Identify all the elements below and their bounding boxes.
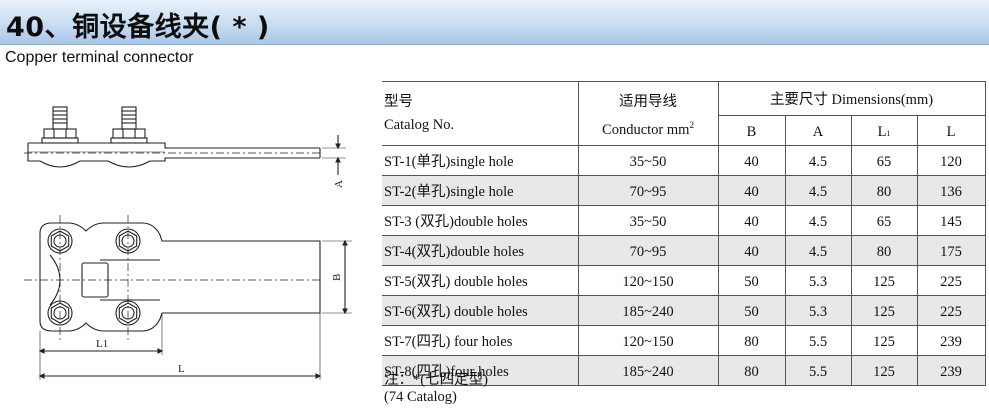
cell-a: 5.5 xyxy=(784,355,852,386)
cell-b: 80 xyxy=(717,325,786,356)
header-conductor-en: Conductor mm xyxy=(602,121,690,138)
table-subheader-row: B A L1 L xyxy=(382,115,986,146)
table-header-row: 型号 Catalog No. 适用导线 Conductor mm2 主要尺寸 D… xyxy=(382,81,986,146)
dimension-label-l1: L1 xyxy=(96,338,108,350)
dimension-label-l: L xyxy=(178,363,185,375)
cell-model: ST-4(双孔)double holes xyxy=(382,235,579,266)
cell-a: 4.5 xyxy=(784,175,852,206)
header-col-l1-main: L xyxy=(877,124,887,140)
cell-l1: 125 xyxy=(850,295,918,326)
header-col-l1-sub: 1 xyxy=(886,129,891,138)
cell-a: 4.5 xyxy=(784,235,852,266)
cell-conductor: 70~95 xyxy=(577,175,719,206)
cell-model: ST-5(双孔) double holes xyxy=(382,265,579,296)
title-bar: 40、铜设备线夹( * ) xyxy=(0,0,989,45)
cell-conductor: 185~240 xyxy=(577,295,719,326)
note-line-1: 注：*(七四定型) xyxy=(384,372,488,388)
cell-b: 40 xyxy=(717,175,786,206)
header-model-cn: 型号 xyxy=(384,94,413,110)
cell-conductor: 35~50 xyxy=(577,205,719,236)
side-view xyxy=(24,106,346,175)
header-conductor: 适用导线 Conductor mm2 xyxy=(577,81,719,146)
cell-b: 50 xyxy=(717,265,786,296)
connector-drawing: A B L1 L xyxy=(20,95,365,385)
page-title: 40、铜设备线夹( * ) xyxy=(6,12,270,43)
header-conductor-cn: 适用导线 xyxy=(619,94,677,110)
cell-l1: 125 xyxy=(850,265,918,296)
cell-a: 5.3 xyxy=(784,295,852,326)
cell-a: 4.5 xyxy=(784,205,852,236)
cell-model: ST-8(四孔)four holes xyxy=(382,355,579,386)
cell-conductor: 70~95 xyxy=(577,235,719,266)
cell-model: ST-7(四孔) four holes xyxy=(382,325,579,356)
dimension-label-b: B xyxy=(331,274,343,281)
page-subtitle: Copper terminal connector xyxy=(5,49,194,66)
cell-l: 239 xyxy=(916,325,986,356)
cell-conductor: 120~150 xyxy=(577,265,719,296)
spec-table: 型号 Catalog No. 适用导线 Conductor mm2 主要尺寸 D… xyxy=(382,81,986,386)
cell-l: 239 xyxy=(916,355,986,386)
header-dimensions: 主要尺寸 Dimensions(mm) xyxy=(717,81,986,116)
cell-l1: 65 xyxy=(850,205,918,236)
header-model-en: Catalog No. xyxy=(384,117,455,133)
cell-l1: 125 xyxy=(850,355,918,386)
top-view xyxy=(24,215,352,380)
cell-l: 175 xyxy=(916,235,986,266)
cell-l1: 125 xyxy=(850,325,918,356)
cell-b: 40 xyxy=(717,235,786,266)
cell-l1: 65 xyxy=(850,145,918,176)
cell-b: 80 xyxy=(717,355,786,386)
cell-l: 145 xyxy=(916,205,986,236)
header-conductor-sup: 2 xyxy=(689,120,694,130)
cell-conductor: 120~150 xyxy=(577,325,719,356)
cell-model: ST-3 (双孔)double holes xyxy=(382,205,579,236)
cell-l1: 80 xyxy=(850,235,918,266)
cell-conductor: 35~50 xyxy=(577,145,719,176)
cell-a: 5.5 xyxy=(784,325,852,356)
cell-a: 4.5 xyxy=(784,145,852,176)
note-line-2: (74 Catalog) xyxy=(384,389,457,405)
cell-l: 225 xyxy=(916,265,986,296)
cell-conductor: 185~240 xyxy=(577,355,719,386)
header-col-l: L xyxy=(916,115,986,146)
cell-l: 225 xyxy=(916,295,986,326)
header-conductor-en-line: Conductor mm2 xyxy=(583,114,714,142)
cell-model: ST-1(单孔)single hole xyxy=(382,145,579,176)
dimension-label-a: A xyxy=(333,180,345,188)
cell-b: 40 xyxy=(717,145,786,176)
cell-b: 40 xyxy=(717,205,786,236)
cell-l1: 80 xyxy=(850,175,918,206)
cell-model: ST-6(双孔) double holes xyxy=(382,295,579,326)
cell-l: 120 xyxy=(916,145,986,176)
header-col-a: A xyxy=(784,115,852,146)
header-col-b: B xyxy=(717,115,786,146)
cell-l: 136 xyxy=(916,175,986,206)
header-catalog-no: 型号 Catalog No. xyxy=(382,81,579,146)
header-col-l1: L1 xyxy=(850,115,918,146)
cell-model: ST-2(单孔)single hole xyxy=(382,175,579,206)
connector-drawing-svg: A B L1 L xyxy=(24,106,352,380)
cell-b: 50 xyxy=(717,295,786,326)
cell-a: 5.3 xyxy=(784,265,852,296)
